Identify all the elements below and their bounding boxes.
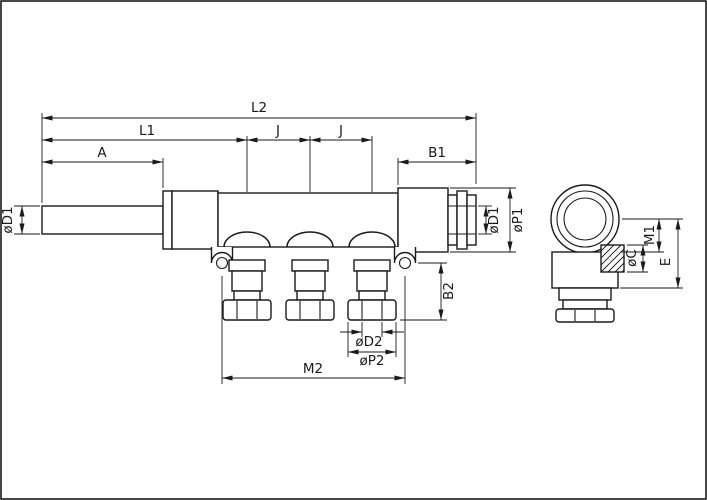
bottom-port-1 bbox=[222, 259, 272, 321]
end-view bbox=[550, 184, 625, 323]
port-release-ring bbox=[233, 290, 261, 301]
hatch-line bbox=[600, 244, 622, 266]
dim-label-d1-right: øD1 bbox=[486, 206, 502, 233]
dim-end-view: øC M1 E bbox=[620, 218, 683, 289]
dim-label-e: E bbox=[658, 258, 674, 267]
port-bump-3 bbox=[348, 231, 396, 248]
dim-l1-j: L1 J J bbox=[42, 123, 373, 192]
port-cap bbox=[347, 299, 397, 321]
dim-d1-left: øD1 bbox=[0, 205, 40, 235]
lug-hole bbox=[398, 256, 412, 270]
dim-b2: B2 bbox=[400, 262, 457, 321]
hatch-line bbox=[600, 248, 625, 273]
dim-d2: øD2 bbox=[340, 322, 404, 350]
port-cap bbox=[555, 308, 615, 323]
dim-label-c: øC bbox=[624, 249, 640, 267]
port-body bbox=[231, 270, 263, 292]
dim-l2: L2 bbox=[41, 100, 477, 203]
fitting-release-ring-circle bbox=[556, 190, 614, 248]
dim-label-j1: J bbox=[275, 123, 280, 139]
hatch-line bbox=[614, 262, 625, 273]
dim-p1: øP1 bbox=[450, 187, 526, 253]
dim-label-d2: øD2 bbox=[355, 334, 382, 350]
right-socket-body bbox=[397, 187, 449, 253]
right-release-collar bbox=[456, 190, 468, 250]
dim-b1: B1 bbox=[397, 145, 476, 185]
port-cap bbox=[285, 299, 335, 321]
dim-label-m1: M1 bbox=[642, 225, 658, 245]
side-view bbox=[41, 187, 477, 321]
hatch-line bbox=[621, 269, 625, 273]
port-body bbox=[558, 287, 612, 301]
port-flange bbox=[291, 259, 329, 272]
dimensions: L2 L1 J J A B1 øD1 bbox=[0, 100, 683, 384]
port-flange bbox=[228, 259, 266, 272]
bottom-port-2 bbox=[285, 259, 335, 321]
side-port-hatched bbox=[600, 244, 625, 273]
port-release-ring bbox=[562, 299, 608, 310]
dim-p2: øP2 bbox=[347, 322, 397, 369]
bottom-port-3 bbox=[347, 259, 397, 321]
dim-label-a: A bbox=[97, 145, 107, 161]
port-bump-2 bbox=[286, 231, 334, 248]
dim-d1-right: øD1 bbox=[478, 205, 502, 235]
dim-m2: M2 bbox=[221, 276, 406, 384]
collet-ring bbox=[162, 190, 173, 250]
port-bump-1 bbox=[223, 231, 271, 248]
lug-tab bbox=[393, 247, 417, 264]
dim-label-l2: L2 bbox=[251, 100, 267, 116]
fitting-bore-circle bbox=[563, 197, 607, 241]
dim-label-b1: B1 bbox=[428, 145, 446, 161]
right-end-ring bbox=[466, 194, 477, 246]
dim-label-d1-left: øD1 bbox=[0, 206, 16, 233]
port-release-ring bbox=[296, 290, 324, 301]
dim-label-b2: B2 bbox=[441, 282, 457, 300]
dim-label-l1: L1 bbox=[139, 123, 155, 139]
hatch-line bbox=[607, 255, 625, 273]
dim-label-m2: M2 bbox=[303, 361, 323, 377]
right-socket-ring bbox=[447, 194, 458, 246]
port-cap bbox=[222, 299, 272, 321]
dim-label-j2: J bbox=[338, 123, 343, 139]
stem-tube bbox=[41, 205, 164, 235]
hatch-line bbox=[600, 244, 608, 252]
port-release-ring bbox=[358, 290, 386, 301]
collet-body bbox=[171, 190, 219, 250]
dim-label-p2: øP2 bbox=[360, 353, 385, 369]
manifold-body bbox=[217, 192, 399, 248]
dim-a: A bbox=[42, 145, 164, 188]
lug-hole bbox=[215, 256, 229, 270]
end-bottom-port bbox=[555, 287, 615, 323]
port-flange bbox=[353, 259, 391, 272]
port-body bbox=[356, 270, 388, 292]
hatch-lines bbox=[600, 244, 625, 273]
port-body bbox=[294, 270, 326, 292]
mount-lug-right bbox=[393, 247, 417, 270]
dim-label-p1: øP1 bbox=[510, 208, 526, 233]
hatch-line bbox=[600, 244, 615, 259]
